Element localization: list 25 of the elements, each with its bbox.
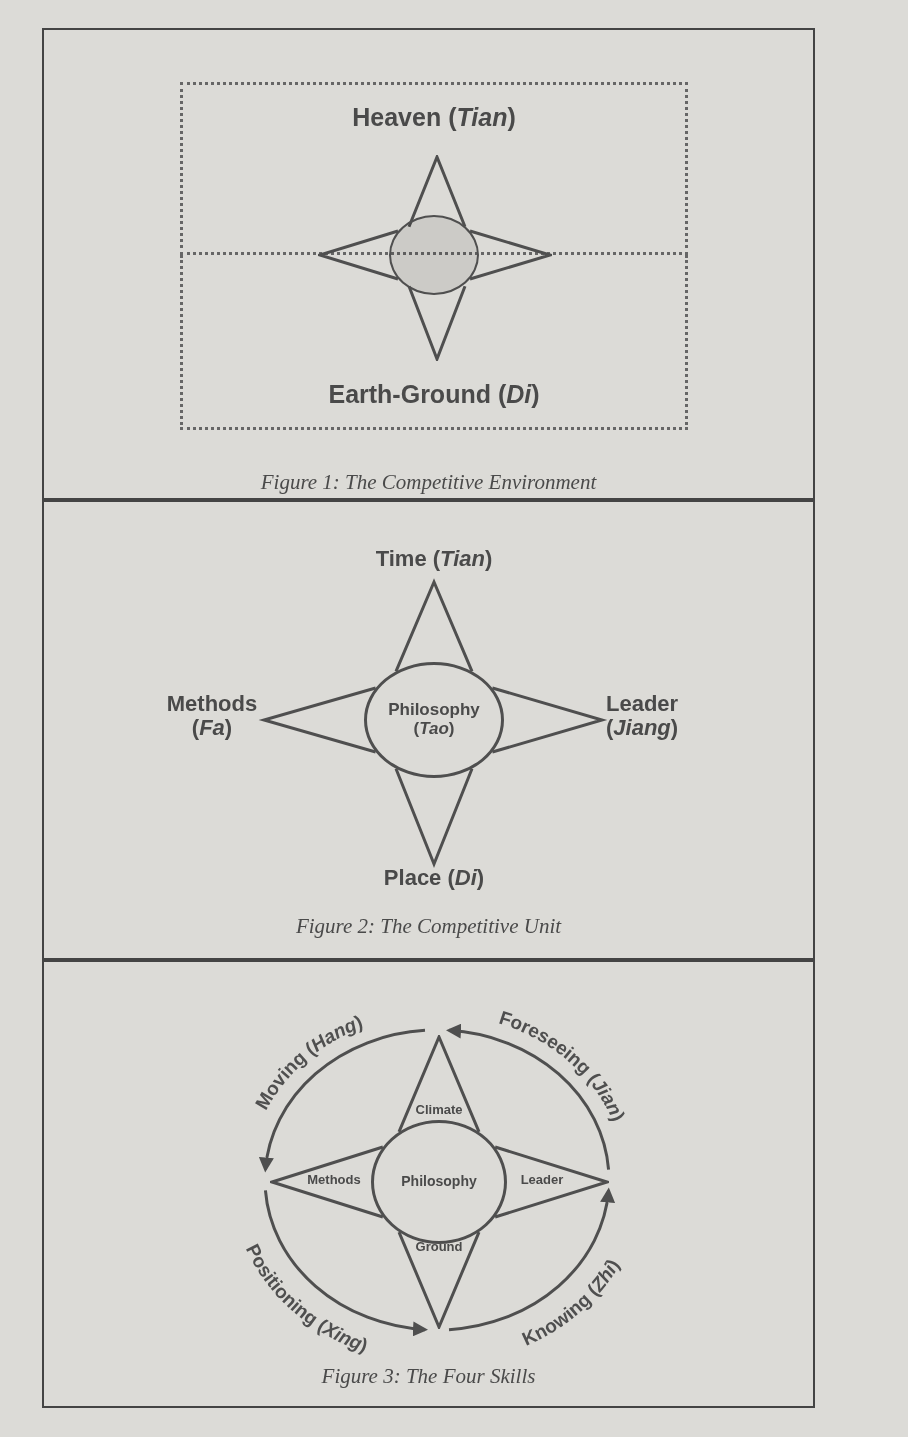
point-label: Place (Di) xyxy=(382,866,486,891)
dotted-frame xyxy=(180,255,688,430)
curved-arrow xyxy=(259,1028,426,1173)
center-circle xyxy=(389,215,479,295)
figure-panel xyxy=(42,960,815,1408)
figure-panel xyxy=(42,500,815,960)
circle-label: Philosophy (Tao) xyxy=(387,701,481,739)
point-label: Time (Tian) xyxy=(374,547,494,572)
curved-arrow xyxy=(448,1187,615,1332)
figure-caption: Figure 2: The Competitive Unit xyxy=(294,914,563,939)
region-label: Earth-Ground (Di) xyxy=(327,380,541,409)
point-label: Leader xyxy=(519,1173,565,1188)
region-label: Heaven (Tian) xyxy=(351,103,517,132)
point-label: Methods xyxy=(306,1173,362,1188)
point-label: Ground xyxy=(414,1240,464,1255)
circle-label: Philosophy xyxy=(400,1174,478,1190)
point-label: Leader (Jiang) xyxy=(606,692,680,741)
figure-caption: Figure 1: The Competitive Environment xyxy=(259,470,598,495)
center-circle xyxy=(364,662,504,778)
dotted-frame xyxy=(180,82,688,255)
figure-caption: Figure 3: The Four Skills xyxy=(320,1364,537,1389)
point-label: Methods (Fa) xyxy=(165,692,259,741)
point-label: Climate xyxy=(414,1103,464,1118)
figure-panel xyxy=(42,28,815,500)
center-circle xyxy=(371,1120,507,1244)
